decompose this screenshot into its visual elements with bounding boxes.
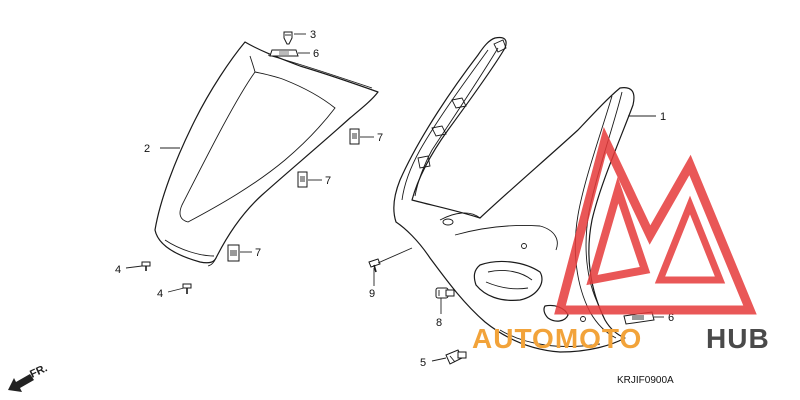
diagram-code: KRJIF0900A	[617, 375, 674, 386]
watermark-text-left: AUTOMOTO	[472, 323, 642, 354]
clip-nut-7c	[227, 244, 240, 262]
screw-4a	[141, 261, 151, 271]
callout-9: 9	[369, 288, 375, 300]
callout-4b: 4	[157, 288, 163, 300]
screw-9	[368, 258, 381, 273]
callout-5: 5	[420, 357, 426, 369]
callout-8: 8	[436, 317, 442, 329]
bolt-5	[445, 349, 467, 365]
direction-label: FR.	[28, 362, 49, 380]
bolt-8	[435, 287, 455, 299]
front-cover-part	[154, 41, 379, 267]
callout-7a: 7	[377, 132, 383, 144]
watermark-wordmark: AUTOMOTO HUB	[472, 323, 770, 354]
leaders-right	[373, 115, 664, 362]
callout-1: 1	[660, 111, 666, 123]
arrow-down-left-icon	[8, 374, 34, 392]
leaders-left	[125, 33, 374, 293]
callout-labels: 1 2 3 4 4 5 6 6 7 7 7 8 9	[115, 29, 674, 369]
callout-6b: 6	[668, 312, 674, 324]
callout-7c: 7	[255, 247, 261, 259]
callout-6a: 6	[313, 48, 319, 60]
callout-7b: 7	[325, 175, 331, 187]
clip-nut-6a	[269, 49, 299, 57]
watermark-logo	[554, 126, 757, 315]
callout-2: 2	[144, 143, 150, 155]
clip-nut-7a	[349, 128, 360, 145]
screw-3	[283, 31, 293, 45]
direction-arrow: FR.	[8, 362, 49, 392]
callout-3: 3	[310, 29, 316, 41]
lower-cover-part	[393, 36, 635, 353]
watermark-text-right: HUB	[706, 323, 770, 354]
clip-nut-7b	[297, 171, 308, 188]
screw-4b	[182, 283, 192, 294]
callout-4a: 4	[115, 264, 121, 276]
